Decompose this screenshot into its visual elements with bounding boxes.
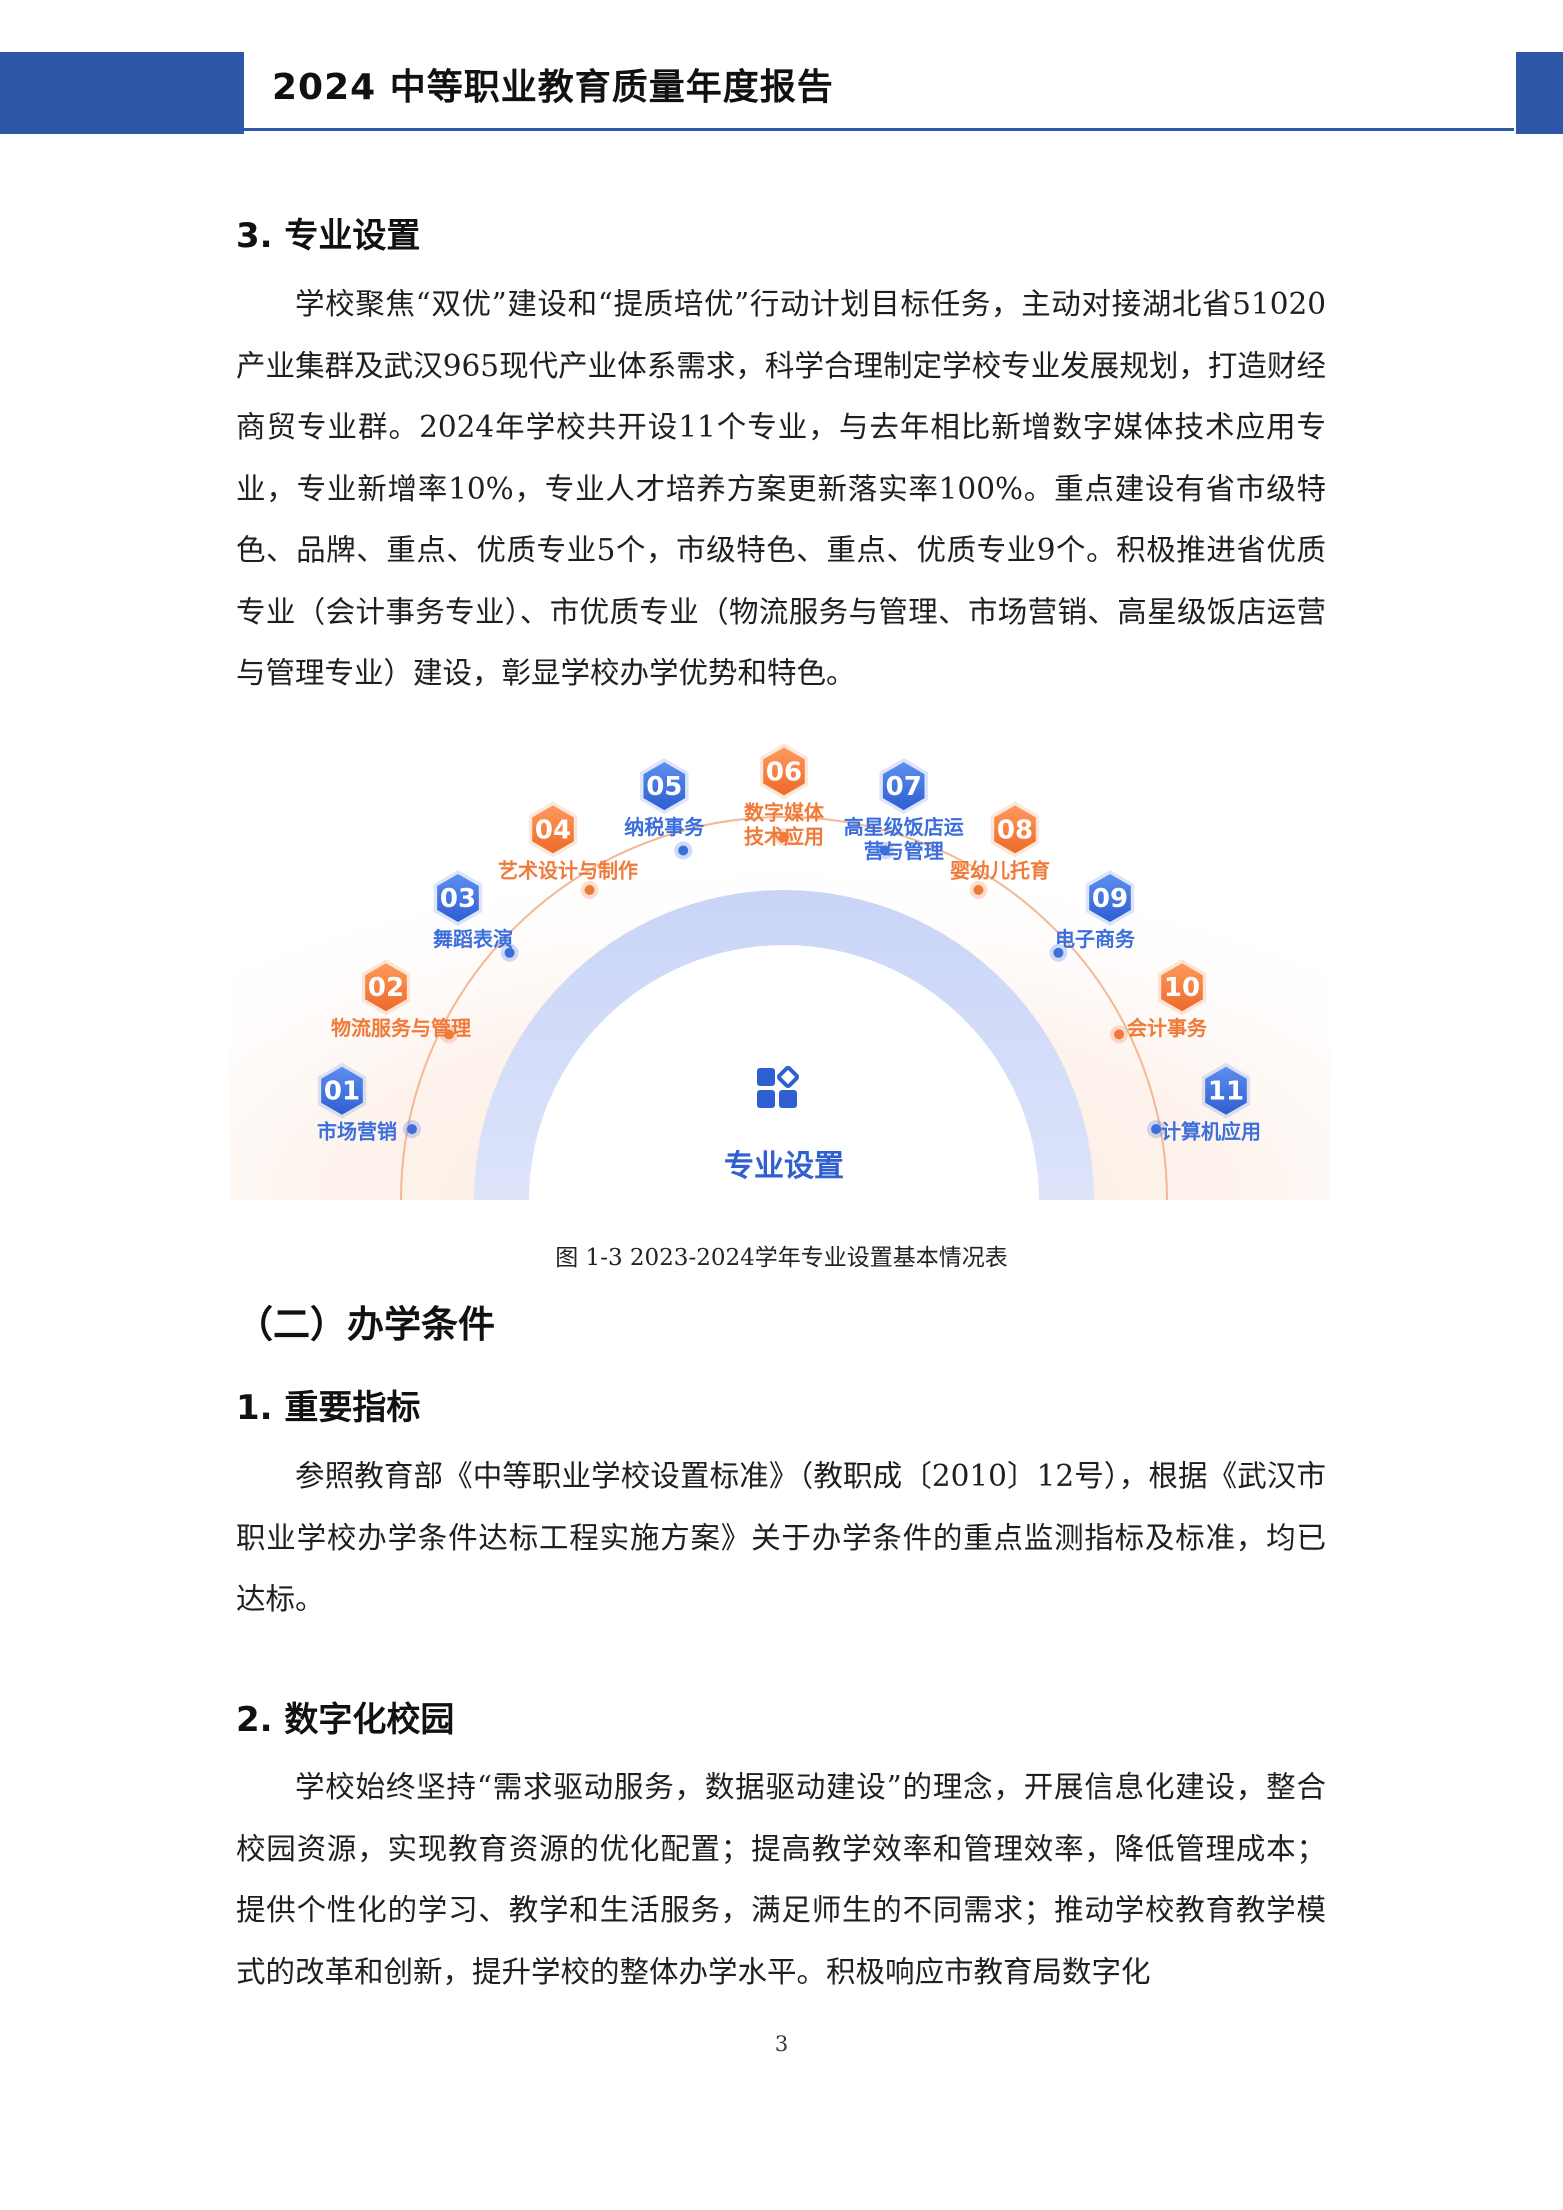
major-item-11: 11 计算机应用 — [1161, 1062, 1261, 1144]
item-label: 艺术设计与制作 — [498, 858, 638, 882]
item-number: 01 — [324, 1077, 360, 1107]
item-number: 03 — [440, 884, 476, 914]
subsection-heading-indicators: 1. 重要指标 — [236, 1388, 421, 1428]
arc-dot — [779, 832, 789, 842]
arc-dot — [678, 845, 689, 856]
major-item-02: 02 物流服务与管理 — [331, 959, 471, 1040]
item-number: 11 — [1208, 1077, 1244, 1107]
item-label: 物流服务与管理 — [331, 1016, 471, 1040]
major-item-01: 01 市场营销 — [317, 1062, 397, 1144]
arc-dot — [504, 947, 515, 958]
hex-badge — [763, 747, 805, 796]
arc-dot — [584, 885, 595, 896]
arc-dot — [1151, 1124, 1162, 1135]
item-number: 08 — [997, 815, 1033, 845]
hex-badge — [882, 762, 925, 811]
item-label: 电子商务 — [1055, 927, 1136, 951]
item-label: 会计事务 — [1127, 1016, 1208, 1040]
item-number: 04 — [535, 815, 571, 845]
major-item-10: 10 会计事务 — [1127, 959, 1208, 1040]
major-item-09: 09 电子商务 — [1055, 870, 1136, 951]
hex-badge — [1205, 1066, 1247, 1115]
major-setting-diagram: 01 市场营销 02 物流服务与管理 03 舞蹈表演 04 艺术设计与制作 05 纳税事务 06 数字… — [230, 730, 1330, 1200]
arc-dot — [406, 1124, 417, 1135]
report-title: 2024 中等职业教育质量年度报告 — [272, 67, 834, 108]
major-item-07: 07 高星级饭店运营与管理 — [844, 758, 964, 863]
hex-badge — [643, 762, 686, 811]
section-paragraph-major-setting: 学校聚焦“双优”建设和“提质培优”行动计划目标任务，主动对接湖北省51020产业… — [236, 287, 1326, 690]
item-number: 05 — [646, 772, 682, 802]
page-number: 3 — [774, 2032, 789, 2056]
item-label: 技术应用 — [744, 824, 824, 848]
item-label: 营与管理 — [864, 839, 944, 863]
hex-badge — [437, 874, 479, 922]
header-band-right — [1516, 52, 1563, 134]
item-label: 舞蹈表演 — [433, 927, 513, 951]
subsection-heading-digital-campus: 2. 数字化校园 — [236, 1700, 455, 1740]
subsection-paragraph-indicators: 参照教育部《中等职业学校设置标准》（教职成〔2010〕12号），根据《武汉市职业… — [236, 1459, 1326, 1616]
center-arch — [474, 890, 1094, 1200]
arc-dot — [1053, 947, 1064, 958]
item-label: 纳税事务 — [624, 815, 705, 839]
hex-badge — [1161, 963, 1203, 1012]
item-number: 10 — [1164, 973, 1200, 1003]
header-band-left — [0, 52, 244, 134]
section-heading-conditions: （二）办学条件 — [236, 1303, 495, 1346]
arc-dot — [443, 1029, 454, 1040]
major-item-03: 03 舞蹈表演 — [433, 870, 513, 951]
item-number: 09 — [1092, 884, 1128, 914]
figure-caption: 图 1-3 2023-2024学年专业设置基本情况表 — [555, 1245, 1008, 1271]
hex-badge — [532, 805, 574, 854]
dotted-arc — [400, 816, 1168, 1200]
major-item-05: 05 纳税事务 — [624, 758, 705, 839]
hex-badge — [365, 963, 407, 1012]
subsection-paragraph-digital-campus: 学校始终坚持“需求驱动服务，数据驱动建设”的理念，开展信息化建设，整合校园资源，… — [236, 1770, 1326, 1989]
header-rule — [244, 128, 1514, 131]
item-number: 06 — [766, 757, 802, 787]
item-label: 市场营销 — [317, 1120, 397, 1144]
major-item-04: 04 艺术设计与制作 — [498, 801, 638, 882]
hex-badge — [321, 1066, 363, 1115]
arc-dot — [1114, 1029, 1125, 1040]
grid-apps-icon — [757, 1065, 800, 1108]
center-label: 专业设置 — [724, 1149, 844, 1184]
item-number: 07 — [886, 772, 922, 802]
major-item-08: 08 婴幼儿托育 — [950, 801, 1050, 882]
item-label: 数字媒体 — [744, 800, 825, 824]
hex-badge — [1089, 874, 1131, 922]
arc-line — [400, 816, 1168, 1200]
item-label: 高星级饭店运 — [844, 815, 964, 839]
arc-dot — [879, 845, 890, 856]
item-label: 婴幼儿托育 — [950, 858, 1050, 882]
arc-dot — [973, 885, 984, 896]
item-number: 02 — [368, 973, 404, 1003]
hex-badge — [994, 805, 1036, 854]
major-item-06: 06 数字媒体技术应用 — [744, 743, 825, 848]
section-heading-major-setting: 3. 专业设置 — [236, 216, 421, 256]
item-label: 计算机应用 — [1161, 1120, 1261, 1144]
